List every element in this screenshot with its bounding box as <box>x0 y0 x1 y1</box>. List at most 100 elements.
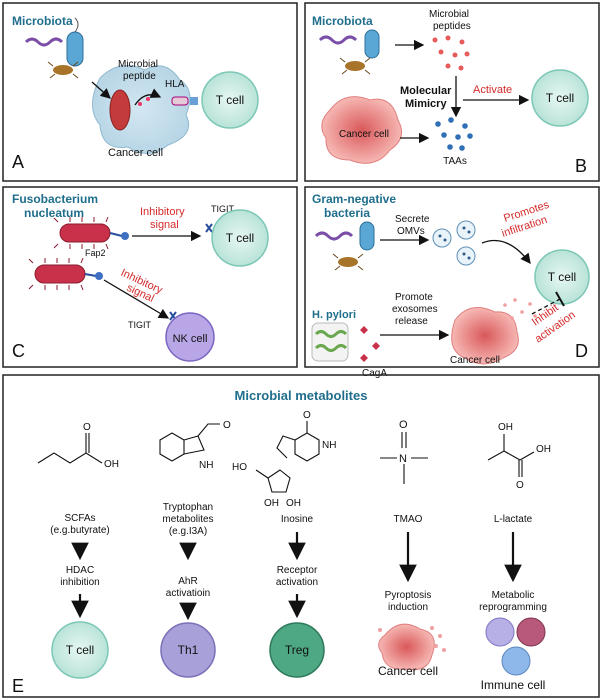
panel-d: Gram-negative bacteria Secrete OMVs Prom… <box>304 186 600 379</box>
inhibit-bar <box>555 291 565 307</box>
effect-label: reprogramming <box>479 602 547 613</box>
spirochete-icon <box>314 231 354 241</box>
metabolite-name: L-lactate <box>494 514 533 525</box>
tigit-label-1: TIGIT <box>211 204 234 214</box>
microbial-peptide-label-1: Microbial <box>118 59 158 70</box>
promote-exosomes-line-2: exosomes <box>392 304 438 315</box>
t-cell-icon <box>51 621 109 679</box>
fap2-icon <box>121 232 129 240</box>
effect-label: induction <box>388 602 428 613</box>
spirochete-icon <box>24 37 64 47</box>
t-cell-label: T cell <box>548 270 576 284</box>
secrete-omvs-line-1: Secrete <box>395 214 430 225</box>
metabolite-column-1: SCFAs (e.g.butyrate) HDAC inhibition T c… <box>50 513 110 679</box>
activate-label: Activate <box>473 84 512 96</box>
butyrate-o-label: O <box>83 422 91 433</box>
h-pylori-icon <box>311 322 349 362</box>
fusobacterium-icon-2 <box>28 257 86 291</box>
indole-o-label: O <box>223 420 231 431</box>
metabolite-column-2: Tryptophan metabolites (e.g.I3A) AhR act… <box>160 502 216 678</box>
tigit-label-2: TIGIT <box>128 320 151 330</box>
panel-a-title: Microbiota <box>12 14 73 28</box>
panel-c-title-1: Fusobacterium <box>12 192 98 206</box>
inosine-ho-label: HO <box>232 462 247 473</box>
panel-a-border <box>2 2 298 182</box>
panel-d-letter: D <box>575 341 588 361</box>
panel-b-letter: B <box>575 156 587 176</box>
taa-dots <box>435 117 473 151</box>
lactate-structure-icon <box>487 434 535 477</box>
t-cell-icon <box>211 209 269 267</box>
peptide-dots <box>432 35 470 71</box>
panel-a: Microbiota Microbial peptide HLA T cell … <box>2 2 298 182</box>
treg-cell-icon <box>269 622 325 678</box>
target-cell-label: Th1 <box>178 643 199 657</box>
tmao-structure-icon <box>380 432 428 484</box>
t-cell-icon <box>201 71 259 129</box>
panel-e-border <box>2 374 600 698</box>
hla-receptor-icon <box>171 96 189 106</box>
panel-b-border <box>304 2 600 182</box>
flagellated-bacterium-icon <box>339 57 371 75</box>
metabolite-column-3: Inosine Receptor activation Treg <box>269 514 325 678</box>
t-cell-label: T cell <box>226 231 254 245</box>
tmao-n-label: N <box>399 453 407 465</box>
panel-b: Microbiota Microbial peptides Molecular … <box>304 2 600 182</box>
fap2-label: Fap2 <box>85 248 106 258</box>
t-cell-icon <box>531 69 589 127</box>
inosine-o-label: O <box>303 410 311 421</box>
panel-c-letter: C <box>12 341 25 361</box>
omv-icons <box>432 220 476 266</box>
microbial-peptide-label-2: peptide <box>123 71 156 82</box>
effect-label: HDAC <box>66 565 94 576</box>
molecular-mimicry-label-1: Molecular <box>400 85 452 97</box>
cancer-cell-label: Cancer cell <box>450 355 500 366</box>
secrete-omvs-line-2: OMVs <box>397 226 425 237</box>
butyrate-structure-icon <box>37 433 103 464</box>
inhibit-line <box>531 298 561 315</box>
nk-cell-icon <box>165 312 215 362</box>
exosome-dots <box>503 298 537 320</box>
promote-exosomes-line-3: release <box>395 316 428 327</box>
promotes-infiltration-arrow <box>481 239 531 265</box>
uptake-arrow <box>91 81 111 99</box>
microbial-peptides-label-2: peptides <box>433 21 471 32</box>
panel-e-title: Microbial metabolites <box>235 388 368 403</box>
target-cell-label: T cell <box>66 643 94 657</box>
lactate-oh-label-1: OH <box>498 422 513 433</box>
spirochete-icon <box>318 35 358 45</box>
lactate-oh-label-2: OH <box>536 444 551 455</box>
hla-label: HLA <box>165 79 185 90</box>
effect-label: Metabolic <box>492 590 535 601</box>
effect-label: AhR <box>178 576 197 587</box>
panel-b-title: Microbiota <box>312 14 373 28</box>
effect-label: activation <box>276 577 318 588</box>
target-cell-label: Immune cell <box>481 678 546 692</box>
molecular-mimicry-label-2: Mimicry <box>405 98 447 110</box>
presentation-arrow <box>134 88 162 106</box>
butyrate-oh-label: OH <box>104 459 119 470</box>
effect-label: Pyroptosis <box>385 590 432 601</box>
target-cell-label: Cancer cell <box>378 664 438 678</box>
metabolite-column-4: TMAO Pyroptosis induction Cancer cell <box>378 514 446 678</box>
h-pylori-label: H. pylori <box>312 309 356 321</box>
metabolite-name: TMAO <box>394 514 423 525</box>
t-cell-label: T cell <box>546 91 574 105</box>
fusobacterium-icon <box>53 216 111 250</box>
metabolite-name: (e.g.I3A) <box>169 526 207 537</box>
panel-d-title-2: bacteria <box>324 206 370 220</box>
metabolite-name: Tryptophan <box>163 502 213 513</box>
metabolite-name: SCFAs <box>64 513 95 524</box>
inosine-structure-icon <box>255 421 320 493</box>
t-cell-label: T cell <box>216 93 244 107</box>
pyroptosis-debris <box>378 626 446 652</box>
immune-cell-icon-2 <box>516 617 546 647</box>
tcr-icon <box>190 97 198 105</box>
cancer-cell-label: Cancer cell <box>339 129 389 140</box>
metabolite-column-5: L-lactate Metabolic reprogramming Immune… <box>479 514 547 692</box>
antigen-presenting-cell-icon <box>92 65 191 154</box>
metabolite-name: Inosine <box>281 514 314 525</box>
inhibitory-signal-arrow-2 <box>103 279 170 319</box>
lactate-o-label: O <box>516 480 524 491</box>
